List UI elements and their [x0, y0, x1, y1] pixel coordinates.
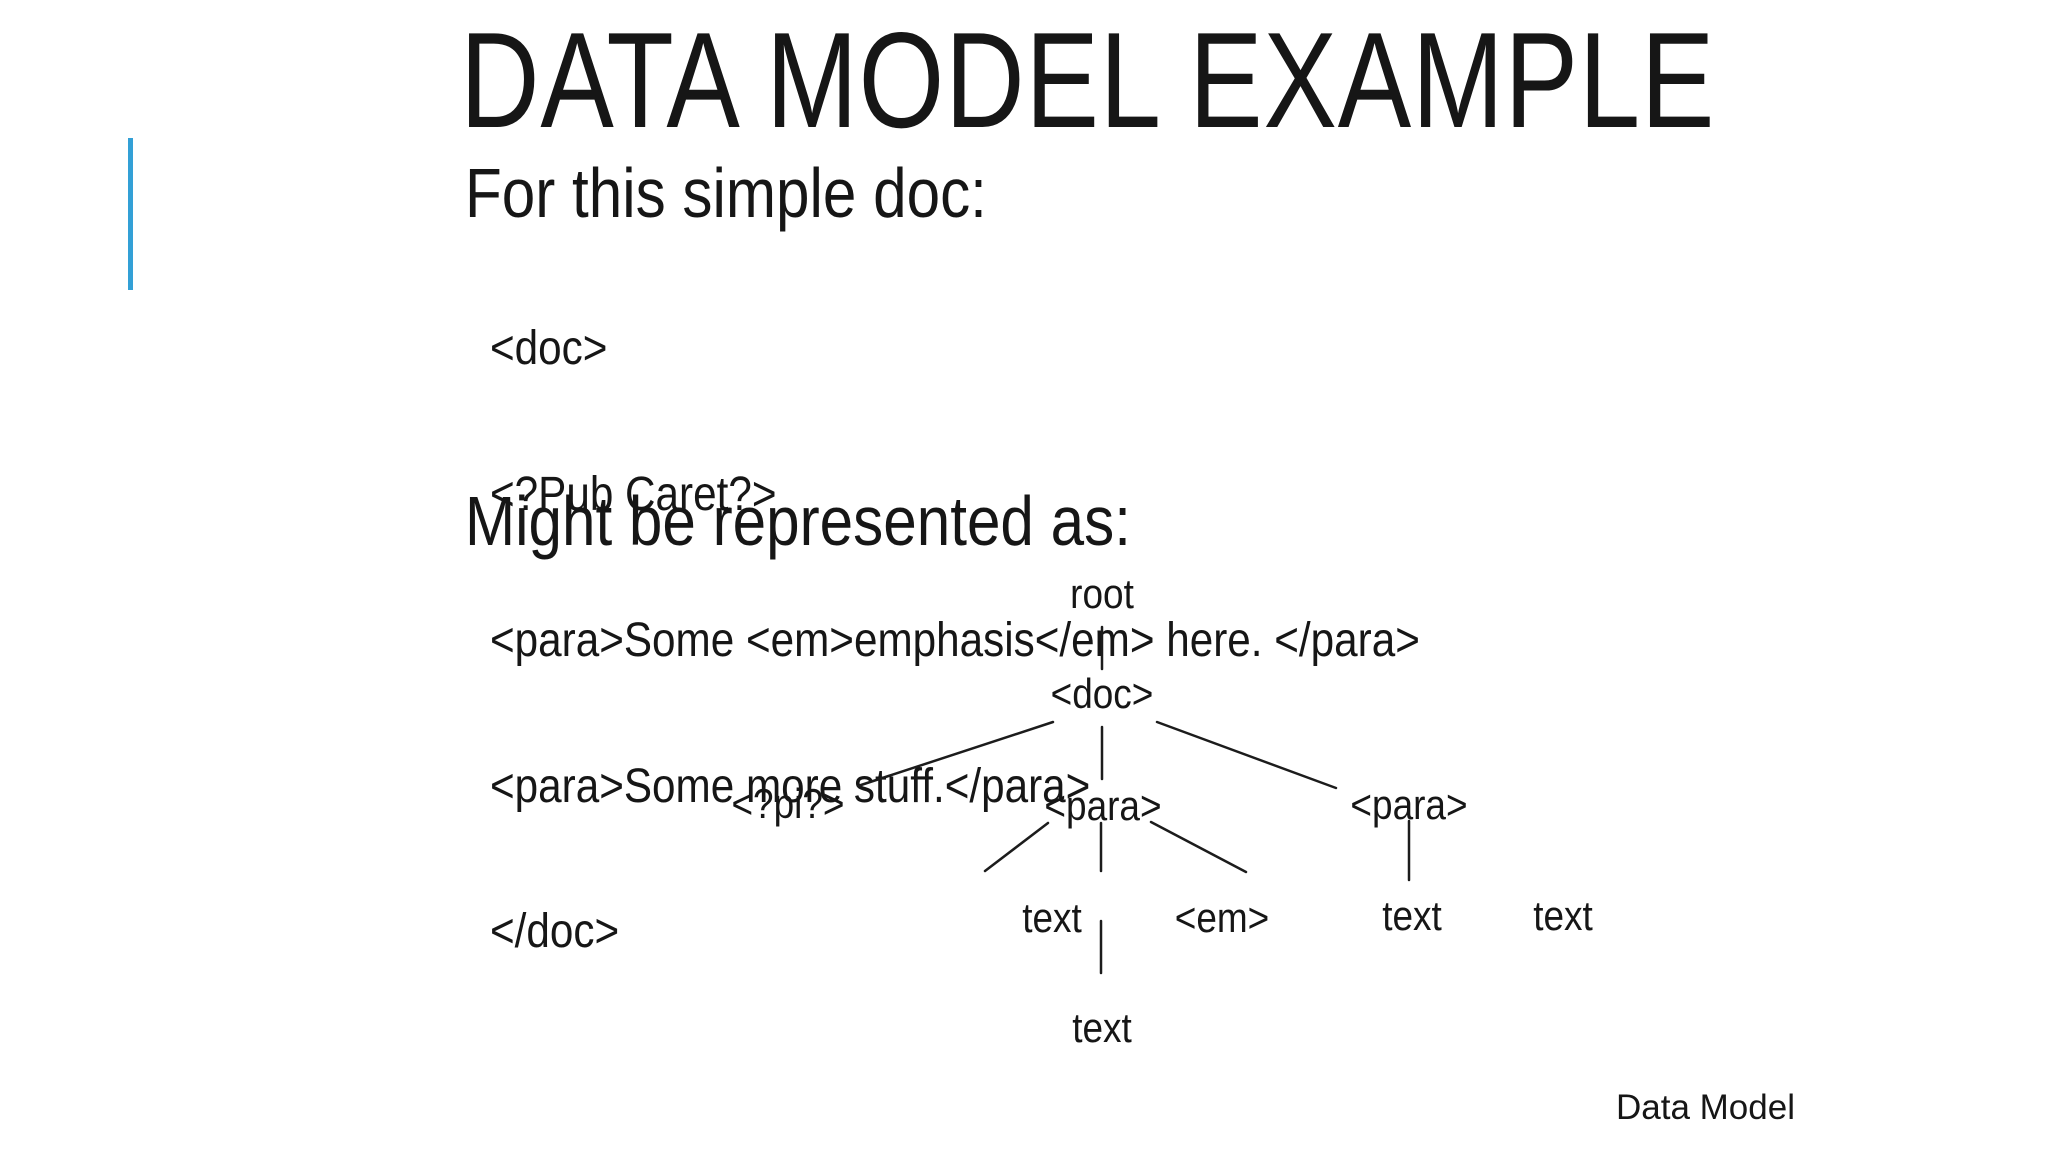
tree-node-pi: <?pi?>	[731, 780, 845, 827]
tree-node-text4: text	[1072, 1004, 1132, 1051]
tree-edge-doc-pi	[856, 720, 1055, 788]
code-line-2: <?Pub Caret?>	[490, 467, 777, 521]
footer-label: Data Model	[1616, 1088, 1795, 1127]
code-line-3: <para>Some <em>emphasis</em> here. </par…	[490, 613, 1420, 667]
tree-edge-doc-para2	[1155, 720, 1338, 790]
code-line-4: <para>Some more stuff.</para>	[490, 759, 1091, 813]
tree-heading: Might be represented as:	[465, 482, 1131, 560]
tree-edge-para1-text1	[983, 821, 1050, 873]
tree-node-text2: text	[1382, 892, 1442, 939]
code-line-5: </doc>	[490, 905, 620, 959]
tree-node-doc: <doc>	[1050, 670, 1154, 717]
tree-node-para1: <para>	[1044, 782, 1162, 829]
accent-bar	[128, 138, 133, 290]
intro-heading: For this simple doc:	[465, 154, 987, 232]
slide-title: DATA MODEL EXAMPLE	[460, 4, 1716, 156]
tree-node-text1: text	[1022, 894, 1082, 941]
tree-node-em: <em>	[1174, 894, 1270, 941]
code-line-1: <doc>	[490, 322, 608, 376]
tree-node-root: root	[1070, 570, 1134, 617]
xml-code-block: <doc> <?Pub Caret?> <para>Some <em>empha…	[490, 228, 1420, 1054]
tree-node-para2: <para>	[1350, 781, 1468, 828]
tree-node-text3: text	[1533, 892, 1593, 939]
tree-edge-para1-em	[1149, 820, 1248, 874]
